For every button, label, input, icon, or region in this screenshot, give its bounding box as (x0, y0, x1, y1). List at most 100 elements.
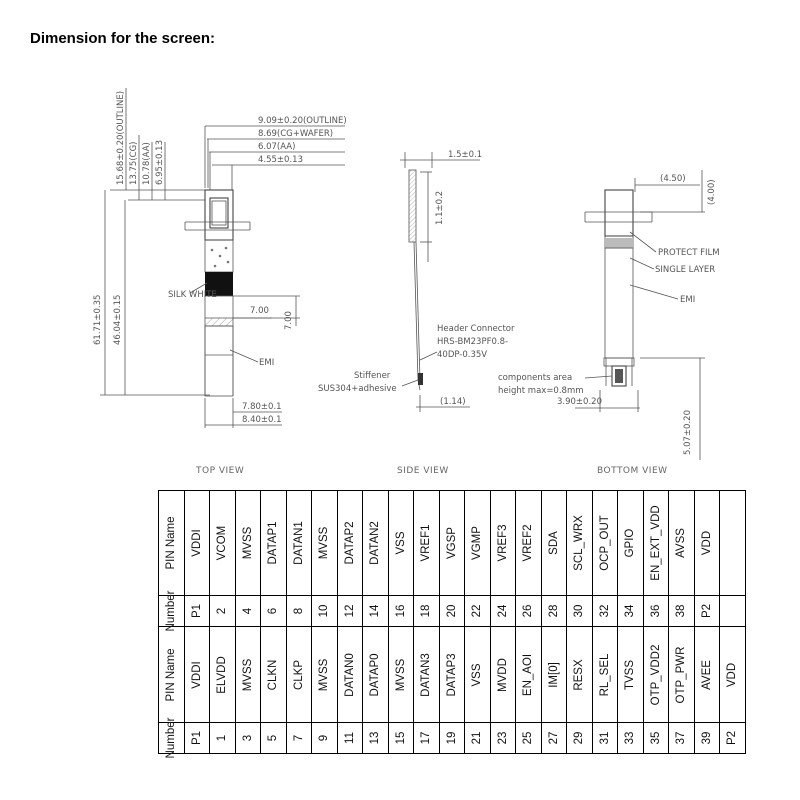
pin-table-cell-text: VREF1 (420, 524, 433, 562)
pin-table-cell: 8 (285, 595, 312, 627)
pin-table-cell: MVSS (234, 490, 261, 596)
pin-table-cell: AVSS (668, 490, 695, 596)
pin-table-cell: P2 (719, 722, 746, 754)
pin-table-cell: 38 (668, 595, 695, 627)
pin-table-cell-text: MVDD (496, 657, 509, 692)
pin-table-cell-text: 30 (573, 604, 586, 618)
pin-table-cell: RL_SEL (591, 626, 618, 723)
pin-table-cell-text: 12 (343, 604, 356, 618)
pin-table-cell: 28 (540, 595, 567, 627)
pin-table-cell-text: VREF2 (522, 524, 535, 562)
pin-table-cell-text: RESX (573, 658, 586, 691)
pin-table-cell: VDDI (183, 626, 210, 723)
pin-table-cell: 35 (642, 722, 669, 754)
dim-h6171: 61.71±0.35 (93, 295, 103, 345)
pin-table-cell-text: 16 (394, 604, 407, 618)
pin-table-cell-text: GPIO (624, 528, 637, 558)
label-protect-film: PROTECT FILM (658, 248, 720, 258)
pin-table-cell-text: 15 (394, 731, 407, 745)
pin-table-cell-text: VREF3 (496, 524, 509, 562)
pin-table-cell-text: SDA (547, 531, 560, 555)
pin-table-cell: VDDI (183, 490, 210, 596)
pin-table-cell-text: 27 (547, 731, 560, 745)
pin-table-cell-text: 6 (267, 607, 280, 615)
dim-w390: 3.90±0.20 (557, 397, 602, 407)
pin-table-cell: DATAN3 (413, 626, 440, 723)
pin-table-cell: P2 (693, 595, 720, 627)
pin-table-cell: VCOM (209, 490, 236, 596)
pin-table-cell: DATAP2 (336, 490, 363, 596)
label-emi-top: EMI (259, 358, 274, 368)
pin-table-cell-text: 32 (598, 604, 611, 618)
pin-table-cell: 13 (362, 722, 389, 754)
pin-table-cell-text: MVSS (241, 526, 254, 560)
pin-table-cell: VSS (387, 490, 414, 596)
pin-table-cell: TVSS (617, 626, 644, 723)
pin-table-cell: 36 (642, 595, 669, 627)
pin-table-header-cell-text: PIN Name (165, 516, 178, 570)
pin-table-cell-text: VDDI (190, 660, 203, 689)
pin-table-cell-text: 24 (496, 604, 509, 618)
pin-table-cell-text: VGMP (471, 526, 484, 560)
pin-table-cell-text: 14 (369, 604, 382, 618)
pin-table-header-cell-text: PIN Name (165, 647, 178, 702)
pin-table-cell: 30 (566, 595, 593, 627)
pin-table-cell: DATAP0 (362, 626, 389, 723)
page-heading: Dimension for the screen: (30, 30, 216, 47)
dim-w780: 7.80±0.1 (242, 402, 282, 412)
pin-table-cell: 14 (362, 595, 389, 627)
pin-table-cell-text: 17 (420, 731, 433, 745)
pin-table-cell-text: DATAN3 (420, 652, 433, 697)
pin-table-cell-text: P2 (700, 603, 713, 619)
pin-table-cell: DATAP3 (438, 626, 465, 723)
pin-table-cell-text: 31 (598, 731, 611, 745)
label-silk-white: SILK WHITE (168, 290, 217, 300)
pin-table-cell: 27 (540, 722, 567, 754)
pin-table-cell: 3 (234, 722, 261, 754)
label-components-1: components area (498, 373, 572, 383)
pin-table-cell-text: P2 (726, 730, 739, 746)
pin-table-cell: 15 (387, 722, 414, 754)
pin-table-cell-text: EN_EXT_VDD (649, 505, 662, 581)
pin-table-cell: P1 (183, 595, 210, 627)
pin-table-cell-text: 25 (522, 731, 535, 745)
pin-table-cell-text: VDD (700, 530, 713, 556)
pin-table-cell-text: 8 (292, 607, 305, 615)
pin-table-cell-text: 39 (700, 731, 713, 745)
dim-h1375: 13.75(CG) (129, 142, 139, 186)
pin-table-header-cell: PIN Name (158, 626, 185, 723)
pin-table-cell-text: 20 (445, 604, 458, 618)
pin-table-cell-text: VSS (471, 662, 484, 687)
pin-table-cell: 18 (413, 595, 440, 627)
pin-table-cell: VSS (464, 626, 491, 723)
pin-table-cell-text: 23 (496, 731, 509, 745)
pin-table-cell: IM[0] (540, 626, 567, 723)
dim-w15: 1.5±0.1 (448, 150, 482, 160)
pin-table-cell-text: 35 (649, 731, 662, 745)
pin-table-cell-text: VDDI (190, 529, 203, 557)
pin-table-cell-text: 33 (624, 731, 637, 745)
pin-table-cell: 11 (336, 722, 363, 754)
pin-table-cell-text: 37 (675, 731, 688, 745)
dim-h700b: 7.00 (284, 311, 294, 330)
pin-table-cell: OTP_PWR (668, 626, 695, 723)
dim-h695: 6.95±0.13 (155, 140, 165, 185)
pin-table-cell: OCP_OUT (591, 490, 618, 596)
pin-table-cell-text: 26 (522, 604, 535, 618)
pin-table-cell-text: VSS (394, 531, 407, 555)
pin-table-header-cell: Number (158, 591, 185, 631)
pin-table-cell: CLKN (260, 626, 287, 723)
pin-table-cell: DATAP1 (260, 490, 287, 596)
pin-table-cell: 2 (209, 595, 236, 627)
top-view: 9.09±0.20(OUTLINE) 8.69(CG+WAFER) 6.07(A… (93, 88, 347, 476)
dim-w840: 8.40±0.1 (242, 415, 282, 425)
label-components-2: height max=0.8mm (498, 386, 584, 396)
dim-h11: 1.1±0.2 (435, 191, 445, 225)
dim-h400: (4.00) (707, 179, 717, 205)
dim-w450: (4.50) (660, 174, 686, 184)
dim-w114: (1.14) (440, 397, 466, 407)
pin-table-cell: VDD (693, 490, 720, 596)
pin-table-cell-text: TVSS (624, 659, 637, 690)
